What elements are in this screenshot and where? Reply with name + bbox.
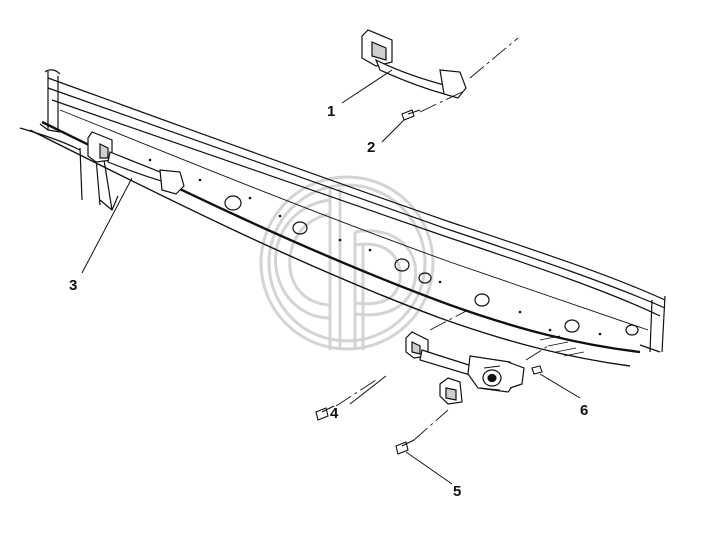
- callout-6: 6: [580, 402, 588, 419]
- grab-handle-4: [405, 331, 525, 405]
- callout-1: 1: [327, 103, 335, 120]
- screw-4: [315, 405, 335, 421]
- callout-4: 4: [330, 405, 339, 422]
- callout-3: 3: [69, 277, 77, 294]
- leader-lines: [81, 69, 581, 485]
- grab-handle-1: [361, 29, 467, 99]
- screw-2: [401, 109, 421, 121]
- grab-handle-3: [87, 131, 185, 195]
- callout-2: 2: [367, 139, 375, 156]
- roof-cross-member: [19, 69, 666, 367]
- assembly-lines: [335, 37, 549, 441]
- screw-6: [531, 365, 543, 375]
- watermark-logo: [259, 175, 435, 351]
- callout-5: 5: [453, 483, 461, 500]
- screw-5: [395, 439, 415, 455]
